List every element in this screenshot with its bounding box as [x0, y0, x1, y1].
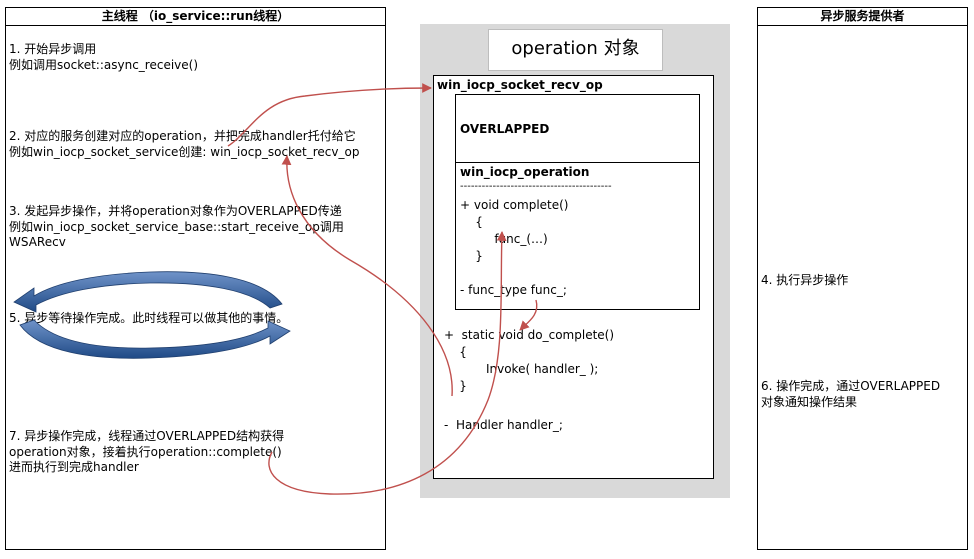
async-provider-panel: 异步服务提供者: [757, 7, 968, 550]
recv-op-label: win_iocp_socket_recv_op: [437, 78, 603, 92]
cycle-arrows-icon: [13, 271, 291, 359]
separator-line: ----------------------------------------…: [460, 181, 612, 192]
operation-title: operation 对象: [488, 29, 663, 71]
win-iocp-operation-label: win_iocp_operation: [460, 165, 590, 179]
async-provider-title: 异步服务提供者: [758, 8, 967, 26]
step5-text: 5. 异步等待操作完成。此时线程可以做其他的事情。: [9, 311, 289, 325]
cycle-upper-arrow-icon: [13, 271, 283, 313]
step3-text: 3. 发起异步操作，并将operation对象作为OVERLAPPED传递 例如…: [9, 204, 344, 249]
arrow-call-complete: [268, 231, 507, 495]
step2-text: 2. 对应的服务创建对应的operation，并把完成handler托付给它 例…: [9, 129, 360, 159]
arrow-create-operation: [227, 83, 432, 147]
step6-text: 6. 操作完成，通过OVERLAPPED 对象通知操作结果: [761, 379, 941, 409]
step4-text: 4. 执行异步操作: [761, 273, 849, 287]
complete-code: + void complete() { func_(…) } - func_ty…: [460, 198, 569, 297]
arrow-handler-handoff: [281, 155, 453, 397]
do-complete-code: + static void do_complete() { Invoke( ha…: [444, 328, 615, 432]
overlapped-label: OVERLAPPED: [460, 122, 550, 136]
win-iocp-operation-box: [455, 162, 700, 310]
main-thread-title: 主线程 （io_service::run线程）: [6, 8, 385, 26]
step7-text: 7. 异步操作完成，线程通过OVERLAPPED结构获得 operation对象…: [9, 429, 285, 474]
arrow-func-to-do-complete: [519, 299, 538, 331]
overlapped-box: [455, 94, 700, 164]
cycle-lower-arrow-icon: [19, 319, 291, 359]
step1-text: 1. 开始异步调用 例如调用socket::async_receive(): [9, 42, 199, 72]
